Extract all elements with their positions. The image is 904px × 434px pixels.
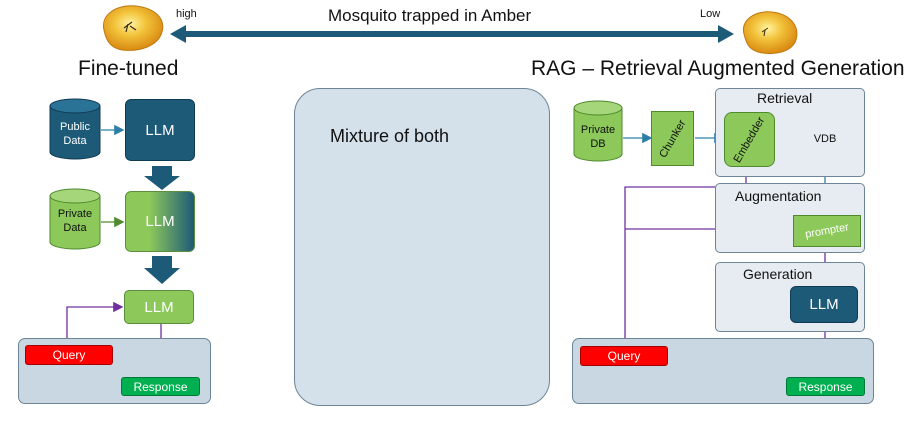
spectrum-title: Mosquito trapped in Amber	[328, 6, 532, 25]
right-response-box: Response	[786, 377, 865, 396]
retrieval-label: Retrieval	[757, 90, 813, 106]
private-db-label: Private DB	[580, 124, 616, 150]
public-data-label: Public Data	[60, 121, 90, 147]
spectrum-high-label: high	[176, 8, 197, 20]
embedder-label: Embedder	[731, 114, 768, 165]
llm-base-label: LLM	[145, 121, 175, 139]
down-arrow-icon	[144, 166, 180, 190]
left-query-box: Query	[25, 345, 113, 365]
spectrum-low-label: Low	[700, 8, 721, 20]
augmentation-label: Augmentation	[735, 188, 822, 204]
llm-finetuned-box: LLM	[124, 290, 194, 324]
llm-finetuned-label: LLM	[144, 298, 174, 316]
fine-tuned-title: Fine-tuned	[78, 57, 179, 80]
llm-base-box: LLM	[125, 99, 195, 161]
rag-llm-label: LLM	[809, 296, 839, 313]
llm-finetuning-label: LLM	[145, 213, 175, 230]
rag-llm-box: LLM	[790, 286, 858, 323]
private-db-cylinder	[573, 100, 623, 162]
down-arrow-icon	[144, 256, 180, 284]
chunker-label: Chunker	[656, 117, 689, 160]
public-data-cylinder	[49, 98, 101, 160]
private-data-cylinder	[49, 188, 101, 250]
mixture-title: Mixture of both	[330, 126, 450, 146]
vdb-label: VDB	[813, 133, 837, 145]
amber-icon	[102, 5, 164, 51]
double-arrow-icon	[170, 25, 734, 43]
embedder-box: Embedder	[724, 112, 775, 167]
left-response-box: Response	[121, 377, 200, 396]
mixture-panel	[294, 88, 550, 406]
llm-finetuning-box: LLM	[125, 191, 195, 252]
prompter-box: prompter	[793, 215, 861, 247]
prompter-label: prompter	[804, 221, 850, 241]
amber-icon	[742, 11, 798, 54]
rag-title: RAG – Retrieval Augmented Generation	[531, 57, 904, 80]
private-data-label: Private Data	[57, 208, 93, 234]
generation-label: Generation	[743, 266, 813, 282]
chunker-box: Chunker	[651, 111, 694, 166]
right-query-box: Query	[580, 346, 668, 366]
